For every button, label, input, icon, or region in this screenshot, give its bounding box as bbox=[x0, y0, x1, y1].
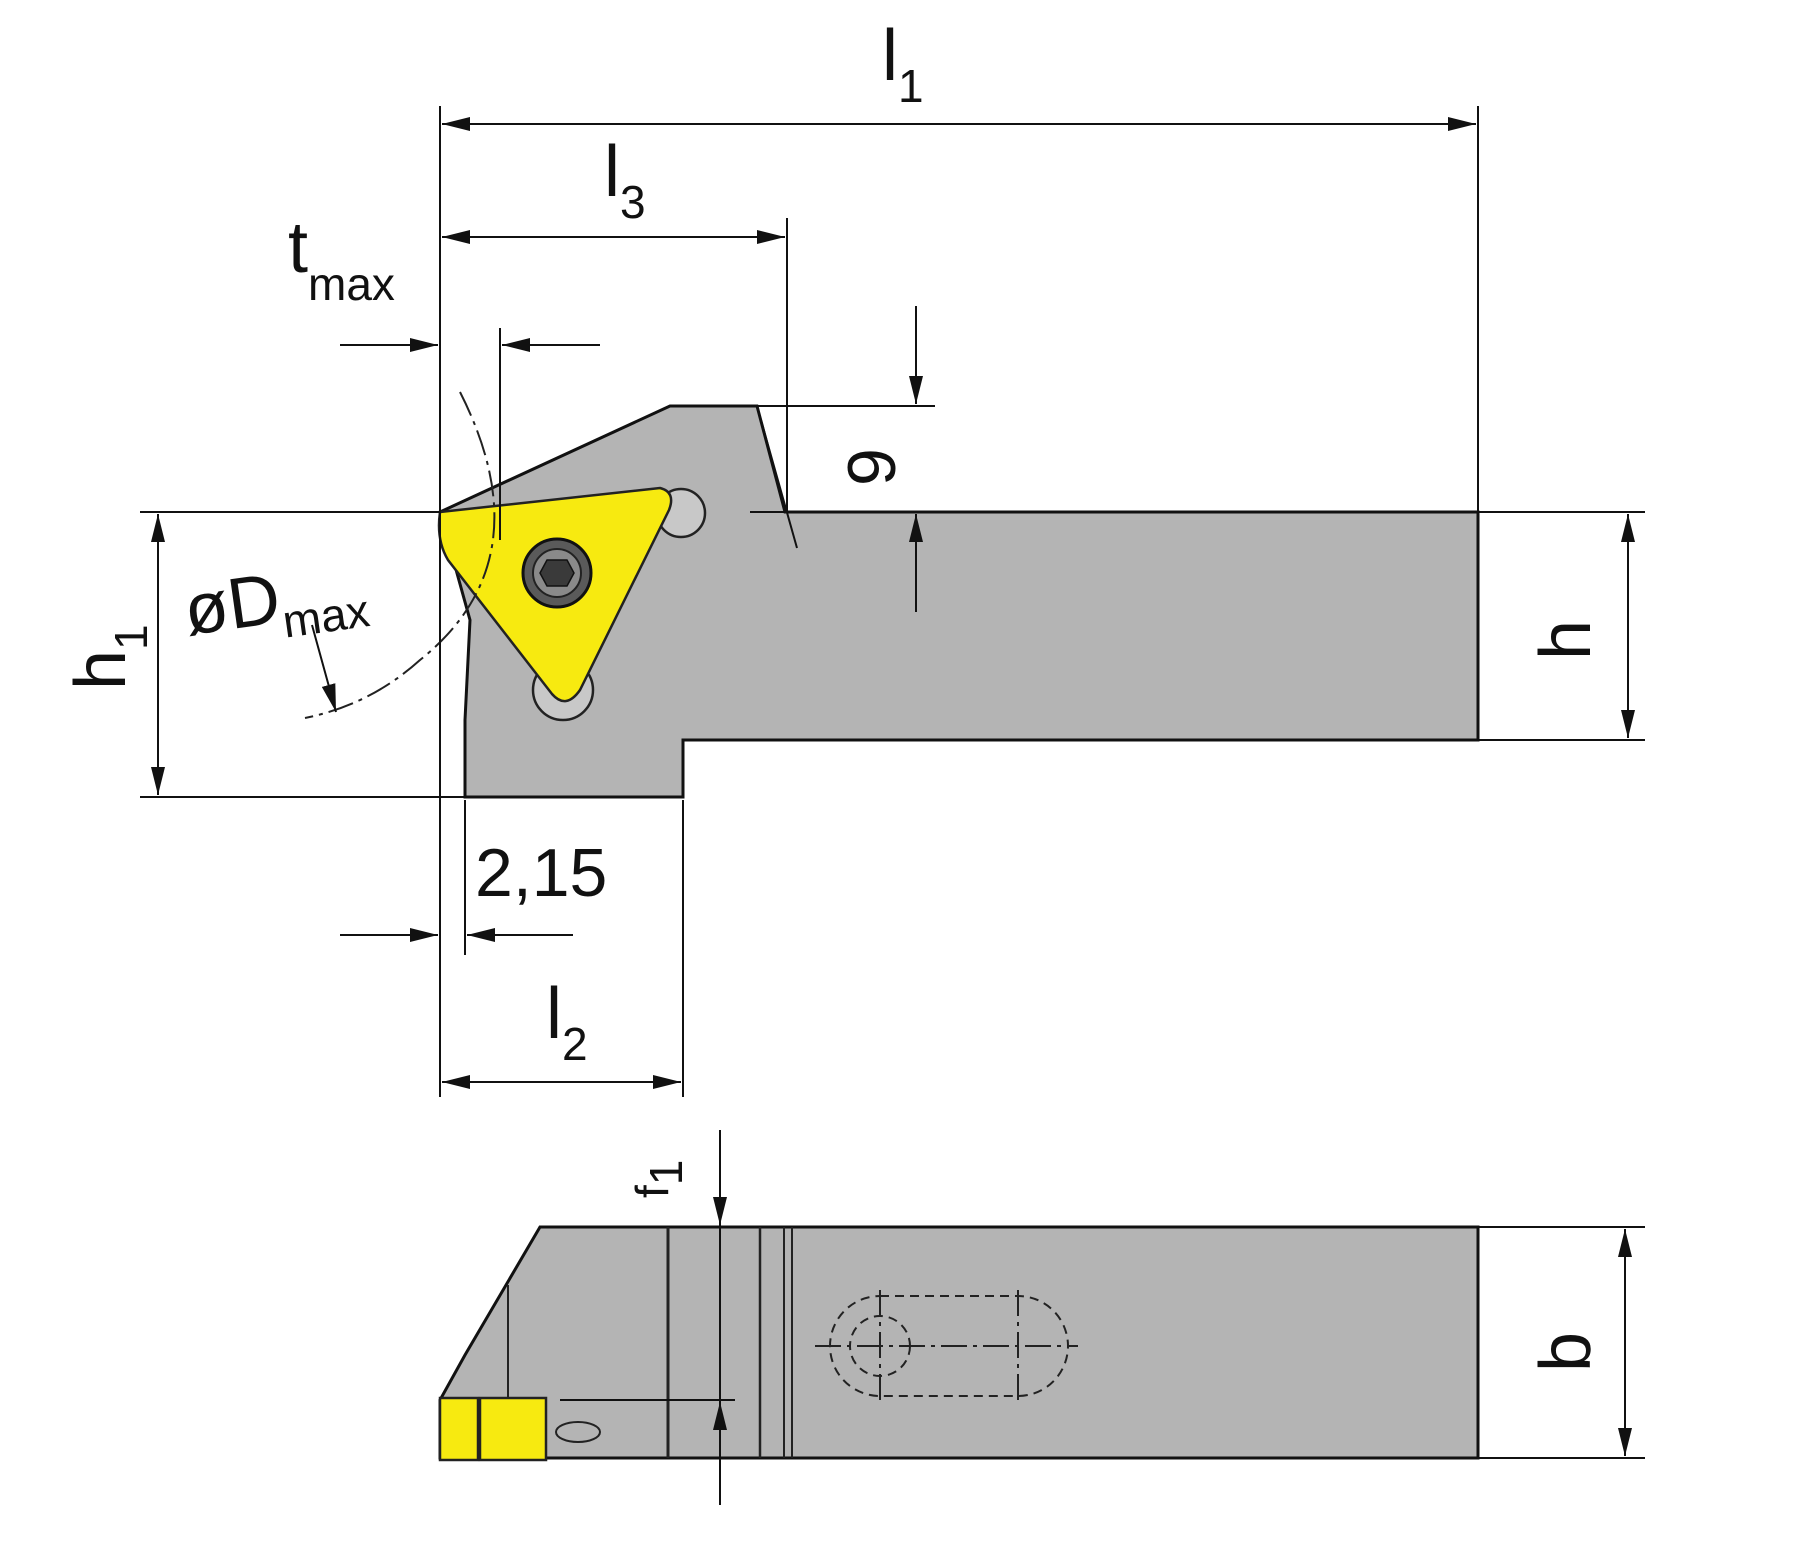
svg-text:øDmax: øDmax bbox=[179, 546, 373, 661]
hex-socket-icon bbox=[539, 559, 575, 587]
svg-text:9: 9 bbox=[834, 448, 910, 486]
label-tmax: tmax bbox=[288, 208, 395, 310]
svg-text:f1: f1 bbox=[626, 1160, 692, 1198]
svg-text:h1: h1 bbox=[61, 624, 157, 690]
label-9: 9 bbox=[834, 448, 910, 486]
side-view bbox=[438, 1225, 1480, 1462]
svg-text:b: b bbox=[1526, 1332, 1606, 1372]
label-l1: l1 bbox=[882, 16, 924, 112]
holder-body-side bbox=[438, 1225, 1480, 1460]
dmax-arc bbox=[304, 391, 496, 719]
label-l2: l2 bbox=[546, 974, 588, 1070]
svg-text:h: h bbox=[1526, 620, 1606, 660]
label-dmax: øDmax bbox=[179, 546, 373, 661]
label-h: h bbox=[1526, 620, 1606, 660]
label-h1: h1 bbox=[61, 624, 157, 690]
label-l3: l3 bbox=[604, 132, 646, 228]
slot-hidden-outline bbox=[829, 1295, 1069, 1397]
side-insert-right bbox=[478, 1396, 548, 1462]
dim-dmax-leader bbox=[311, 624, 337, 713]
oval-mark bbox=[555, 1421, 601, 1443]
side-insert-left bbox=[438, 1396, 480, 1462]
label-b: b bbox=[1526, 1332, 1606, 1372]
label-215: 2,15 bbox=[475, 835, 607, 911]
step-line bbox=[756, 405, 798, 549]
label-f1: f1 bbox=[626, 1160, 692, 1198]
